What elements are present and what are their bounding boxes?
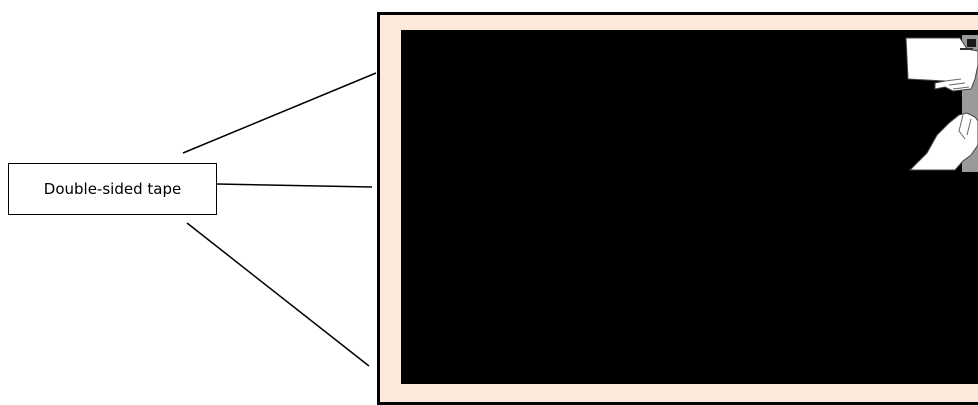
leader-line-middle	[217, 184, 372, 187]
label-text: Double-sided tape	[44, 180, 181, 198]
double-sided-tape-label: Double-sided tape	[8, 163, 217, 215]
leader-line-bottom	[187, 223, 369, 366]
leader-line-top	[183, 73, 376, 153]
